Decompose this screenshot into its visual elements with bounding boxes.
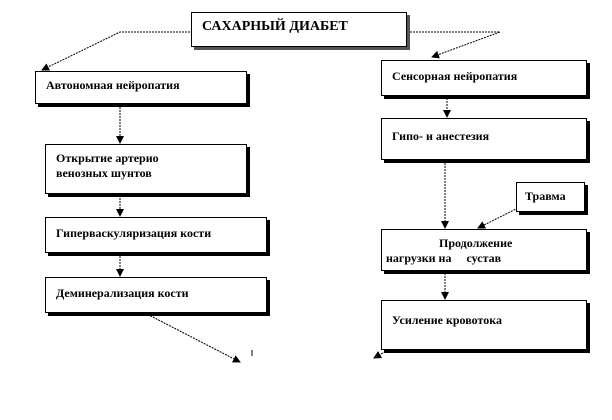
node-hypervasc-line-1: Гиперваскуляризация кости bbox=[56, 226, 212, 240]
node-av-shunts-line-2: венозных шунтов bbox=[56, 166, 152, 180]
node-bloodflow-line-1: Усиление кровотока bbox=[392, 313, 502, 327]
arrow-bloodflow-to-bottom bbox=[373, 349, 389, 359]
arrow-title-to-autonomic bbox=[41, 31, 190, 71]
node-av-shunts-line-1: Открытие артерио bbox=[56, 151, 159, 165]
node-anesthesia-line-1: Гипо- и анестезия bbox=[392, 129, 490, 143]
title-box: САХАРНЫЙ ДИАБЕТ bbox=[191, 12, 407, 47]
node-trauma: Травма bbox=[516, 182, 585, 212]
node-hypo-anesthesia: Гипо- и анестезия bbox=[381, 118, 587, 160]
node-av-shunts: Открытие артерио венозных шунтов bbox=[45, 144, 247, 194]
node-continued-load: Продолжение нагрузки на сустав bbox=[381, 229, 587, 271]
node-sensory-line-1: Сенсорная нейропатия bbox=[392, 69, 518, 83]
node-continue-line-1: Продолжение bbox=[439, 236, 513, 250]
node-blood-flow: Усиление кровотока bbox=[381, 300, 587, 350]
node-autonomic-line-1: Автономная нейропатия bbox=[46, 78, 180, 92]
arrow-demineral-to-bottom bbox=[144, 312, 241, 363]
arrow-trauma-to-continue bbox=[477, 207, 519, 229]
node-hypervascularization: Гиперваскуляризация кости bbox=[45, 217, 267, 253]
node-sensory-neuropathy: Сенсорная нейропатия bbox=[381, 60, 587, 96]
node-trauma-line-1: Травма bbox=[525, 189, 566, 203]
node-demineralization: Деминерализация кости bbox=[45, 277, 267, 313]
arrow-title-to-sensory bbox=[407, 31, 501, 59]
title-text: САХАРНЫЙ ДИАБЕТ bbox=[202, 19, 348, 34]
node-continue-line-2: нагрузки на сустав bbox=[386, 251, 502, 265]
node-autonomic-neuropathy: Автономная нейропатия bbox=[35, 71, 247, 104]
node-demineral-line-1: Деминерализация кости bbox=[56, 286, 189, 300]
